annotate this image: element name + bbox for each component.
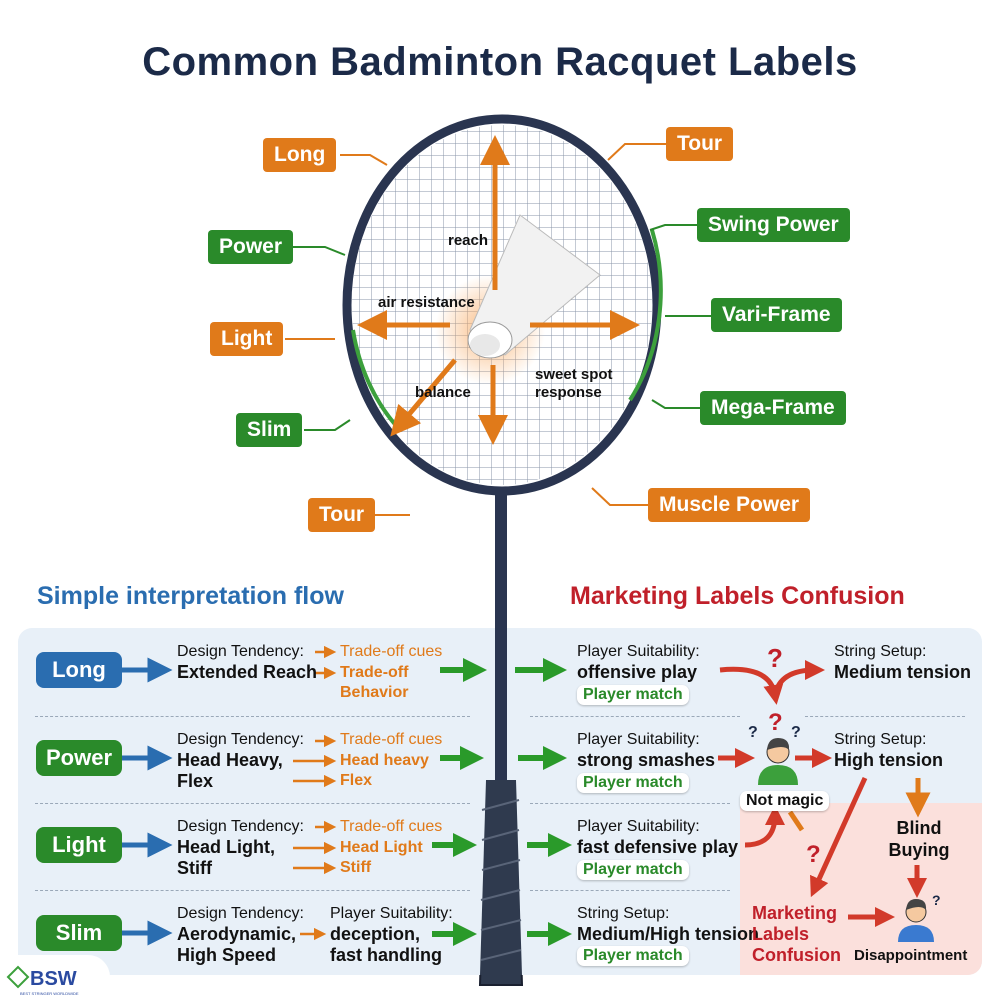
svg-text:?: ? xyxy=(932,892,941,908)
labels-text: Labels xyxy=(752,924,810,944)
label-tour-right: Tour xyxy=(666,127,734,161)
label-slim: Slim xyxy=(236,413,303,447)
design-value: Head Light, xyxy=(177,837,275,857)
confusion-zone xyxy=(740,803,982,975)
design-value: Head Heavy, xyxy=(177,750,283,770)
key-long: Long xyxy=(36,652,122,688)
label-muscle-power: Muscle Power xyxy=(648,488,811,522)
row-divider xyxy=(35,890,470,891)
row-divider xyxy=(530,803,730,804)
label-long: Long xyxy=(263,138,337,172)
cue: Trade-off cues xyxy=(340,731,443,748)
suit-value: fast handling xyxy=(330,945,442,965)
confused-person-icon xyxy=(758,738,798,785)
design-label: Design Tendency: xyxy=(177,643,304,660)
inner-reach: reach xyxy=(448,232,489,249)
suit-label: Player Suitability: xyxy=(577,731,700,748)
suit-value: offensive play xyxy=(577,662,698,682)
row-divider xyxy=(35,803,470,804)
bsw-logo: BSW BEST STRINGER WORLDWIDE xyxy=(0,955,110,1000)
marketing-text: Marketing xyxy=(752,903,838,923)
player-match-badge: Player match xyxy=(577,773,689,793)
string-label: String Setup: xyxy=(834,643,927,660)
confusion-text: Confusion xyxy=(752,945,841,965)
cue: Trade-off cues xyxy=(340,643,443,660)
string-label: String Setup: xyxy=(577,905,670,922)
inner-balance: balance xyxy=(415,384,471,401)
svg-text:BSW: BSW xyxy=(30,968,77,990)
label-light: Light xyxy=(210,322,284,356)
suit-label: Player Suitability: xyxy=(330,905,453,922)
cue: Trade-off cues xyxy=(340,818,443,835)
svg-text:BEST STRINGER WORLDWIDE: BEST STRINGER WORLDWIDE xyxy=(20,991,79,996)
design-value: Aerodynamic, xyxy=(177,924,297,944)
design-label: Design Tendency: xyxy=(177,818,304,835)
suit-value: strong smashes xyxy=(577,750,716,770)
cue: Head heavy xyxy=(340,752,429,769)
buying-text: Buying xyxy=(888,840,950,860)
disappointment-text: Disappointment xyxy=(854,947,968,964)
row-divider xyxy=(35,716,470,717)
key-slim: Slim xyxy=(36,915,122,951)
cue: Head Light xyxy=(340,839,423,856)
small-question-mark-icons: ?? ? xyxy=(748,724,941,908)
row-divider xyxy=(805,716,965,717)
key-light: Light xyxy=(36,827,122,863)
string-value: High tension xyxy=(834,750,943,770)
inner-air-resistance: air resistance xyxy=(378,294,475,311)
label-power: Power xyxy=(208,230,294,264)
not-magic-badge: Not magic xyxy=(740,791,830,811)
section-heading-flow: Simple interpretation flow xyxy=(37,582,344,610)
suit-label: Player Suitability: xyxy=(577,643,700,660)
label-swing-power: Swing Power xyxy=(697,208,850,242)
string-label: String Setup: xyxy=(834,731,927,748)
cue: Behavior xyxy=(340,684,409,701)
cue: Stiff xyxy=(340,859,372,876)
svg-text:?: ? xyxy=(791,724,801,741)
row-divider xyxy=(530,890,730,891)
design-value: Flex xyxy=(177,771,214,791)
shuttlecock-icon xyxy=(467,214,601,359)
design-value: High Speed xyxy=(177,945,277,965)
suit-value: fast defensive play xyxy=(577,837,739,857)
label-vari-frame: Vari-Frame xyxy=(711,298,842,332)
row-divider xyxy=(530,716,740,717)
suit-value: deception, xyxy=(330,924,421,944)
key-power: Power xyxy=(36,740,122,776)
svg-text:?: ? xyxy=(748,724,758,741)
design-value: Extended Reach xyxy=(177,662,318,682)
label-tour-left: Tour xyxy=(308,498,376,532)
design-label: Design Tendency: xyxy=(177,905,304,922)
svg-text:?: ? xyxy=(768,709,783,736)
page-title: Common Badminton Racquet Labels xyxy=(142,40,858,84)
question-mark-icons: ? ? ? xyxy=(767,643,821,868)
player-match-badge: Player match xyxy=(577,946,689,966)
string-value: Medium tension xyxy=(834,662,972,682)
svg-text:?: ? xyxy=(767,643,783,673)
design-value: Stiff xyxy=(177,858,212,878)
inner-sweet-spot: sweet spot xyxy=(535,366,613,383)
suit-label: Player Suitability: xyxy=(577,818,700,835)
cue: Trade-off xyxy=(340,664,409,681)
inner-response: response xyxy=(535,384,602,401)
string-value: Medium/High tension xyxy=(577,924,759,944)
disappointed-person-icon xyxy=(898,899,934,942)
label-mega-frame: Mega-Frame xyxy=(700,391,846,425)
svg-text:?: ? xyxy=(806,841,821,868)
blind-text: Blind xyxy=(896,818,942,838)
player-match-badge: Player match xyxy=(577,685,689,705)
player-match-badge: Player match xyxy=(577,860,689,880)
design-label: Design Tendency: xyxy=(177,731,304,748)
section-heading-confusion: Marketing Labels Confusion xyxy=(570,582,905,610)
cue: Flex xyxy=(340,772,373,789)
